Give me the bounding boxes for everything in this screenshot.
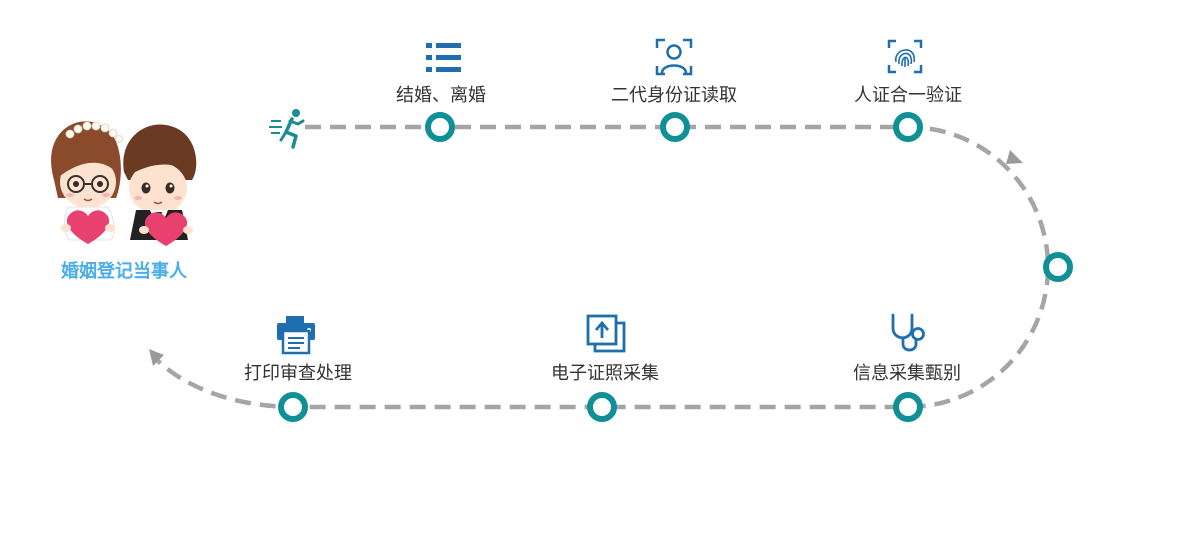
step-label-1: 结婚、离婚 — [396, 85, 486, 106]
running-person-icon — [269, 109, 305, 149]
step-label-5: 电子证照采集 — [551, 363, 659, 384]
node-step-2 — [660, 112, 690, 142]
arrow-head-left — [149, 349, 164, 366]
node-step-6 — [278, 392, 308, 422]
couple-illustration — [51, 121, 197, 246]
upload-file-icon — [586, 314, 626, 353]
step-label-6: 打印审查处理 — [244, 363, 352, 384]
node-step-3 — [893, 112, 923, 142]
flow-path — [150, 124, 1051, 410]
printer-icon — [277, 316, 315, 355]
step-label-2: 二代身份证读取 — [611, 85, 737, 106]
node-turn — [1043, 252, 1073, 282]
step-label-4: 信息采集甄别 — [853, 363, 961, 384]
heart-right — [144, 212, 188, 246]
node-step-5 — [587, 392, 617, 422]
fingerprint-icon — [887, 39, 923, 74]
node-step-4 — [893, 392, 923, 422]
step-label-3: 人证合一验证 — [854, 85, 962, 106]
arrow-head-right — [1006, 150, 1023, 164]
list-icon — [426, 43, 461, 72]
start-label: 婚姻登记当事人 — [61, 261, 187, 282]
face-scan-icon — [655, 38, 693, 76]
heart-left — [66, 210, 110, 244]
node-step-1 — [425, 112, 455, 142]
stethoscope-icon — [891, 313, 925, 352]
